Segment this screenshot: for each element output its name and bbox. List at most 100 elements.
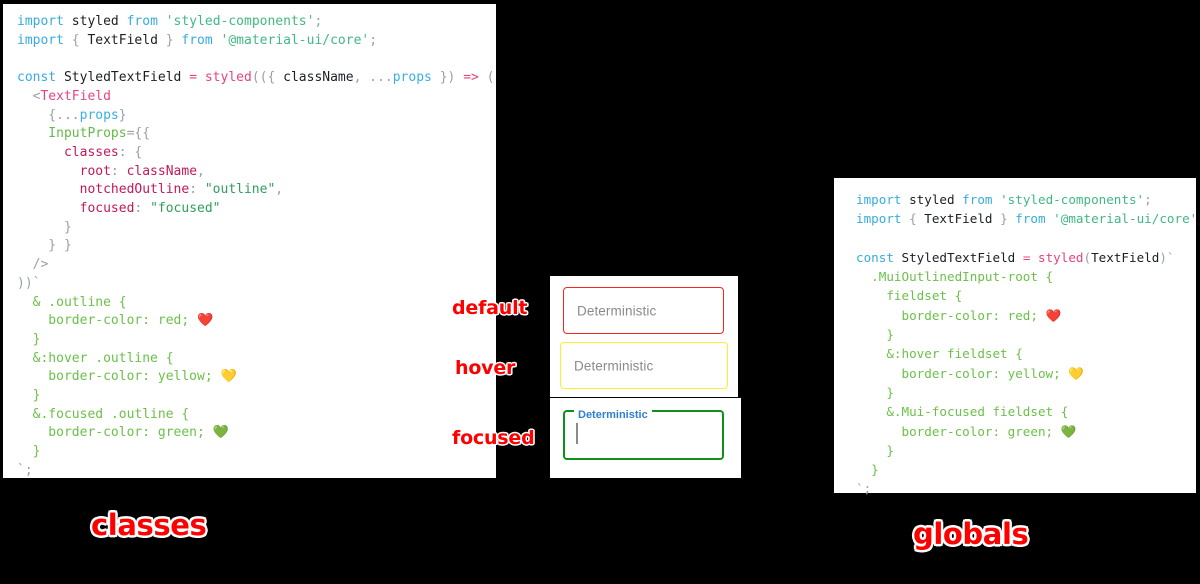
code-token: { xyxy=(71,32,88,48)
code-token: 💛 xyxy=(1068,365,1084,381)
code-token: className xyxy=(126,163,198,179)
code-token: } xyxy=(17,388,41,404)
code-token: `; xyxy=(17,462,33,478)
code-token: { xyxy=(909,211,925,227)
code-token: InputProps xyxy=(17,126,127,142)
code-token: , xyxy=(275,182,284,198)
code-token: } xyxy=(17,444,41,460)
code-token: (( xyxy=(251,70,268,86)
code-token: } xyxy=(992,211,1016,227)
code-token: import xyxy=(856,192,910,207)
textfield-hover[interactable]: Deterministic xyxy=(560,342,728,389)
code-token: StyledTextField xyxy=(63,70,190,86)
code-token: } xyxy=(17,331,41,347)
code-token: ❤️ xyxy=(1045,307,1062,323)
textfield-default[interactable]: Deterministic xyxy=(563,287,724,334)
code-token: from xyxy=(962,192,1001,207)
code-token: => xyxy=(463,70,487,86)
code-token: styled xyxy=(1038,249,1084,265)
code-panel-globals: import styled from 'styled-components'; … xyxy=(834,178,1200,496)
code-token: < xyxy=(17,88,41,104)
code-token: ... xyxy=(369,70,393,86)
code-token: import xyxy=(856,211,910,227)
code-token: } } xyxy=(17,238,72,254)
code-token: from xyxy=(126,14,166,29)
code-panel-classes: import styled from 'styled-components'; … xyxy=(3,4,496,478)
code-token: , xyxy=(197,163,205,179)
caption-globals: globals xyxy=(913,517,1029,551)
code-token: & .outline { xyxy=(17,294,127,310)
code-token: props xyxy=(392,70,432,86)
code-token: } xyxy=(431,70,448,86)
code-token: &.Mui-focused fieldset { xyxy=(856,404,1069,420)
code-token: {... xyxy=(17,107,80,123)
annotation-focused: focused xyxy=(452,427,535,449)
code-token: TextField xyxy=(40,88,111,104)
code-token: 'styled-components' xyxy=(165,14,315,29)
code-token: ))` xyxy=(17,275,41,291)
code-token: '@material-ui/core' xyxy=(220,32,370,48)
code-token: '@material-ui/core' xyxy=(1053,211,1198,227)
textfield-hover-value: Deterministic xyxy=(574,358,654,373)
code-token: props xyxy=(79,107,119,123)
code-token: } xyxy=(856,384,894,400)
code-token: focused xyxy=(17,201,135,217)
code-token: styled xyxy=(909,192,963,207)
code-token: /> xyxy=(17,257,49,273)
code-token: from xyxy=(181,32,221,48)
code-token: } xyxy=(157,32,182,48)
code-token: .MuiOutlinedInput-root { xyxy=(856,269,1054,285)
code-token: styled xyxy=(204,70,252,86)
annotation-default: default xyxy=(452,297,528,319)
code-token: border-color: yellow; xyxy=(856,365,1069,381)
code-token: root xyxy=(17,163,111,179)
code-token: : xyxy=(189,182,205,198)
code-token: "focused" xyxy=(150,201,221,217)
code-token: ( xyxy=(486,70,495,86)
code-token: border-color: yellow; xyxy=(17,369,221,385)
code-token: : xyxy=(134,201,151,217)
code-token: const xyxy=(856,249,902,265)
code-token: } xyxy=(17,219,72,235)
code-token: from xyxy=(1015,211,1054,227)
code-token: = xyxy=(1022,249,1038,265)
code-token: { xyxy=(267,70,284,86)
code-token: 'styled-components' xyxy=(1000,192,1145,207)
code-token: "outline" xyxy=(204,182,276,198)
code-token: } xyxy=(118,107,127,123)
code-token: ; xyxy=(314,14,323,29)
text-caret-icon xyxy=(576,423,578,444)
code-token: notchedOutline xyxy=(17,182,190,198)
code-token: fieldset { xyxy=(856,288,963,304)
code-block-classes: import styled from 'styled-components'; … xyxy=(17,13,495,481)
code-token: border-color: green; xyxy=(856,423,1061,439)
code-token: border-color: red; xyxy=(856,307,1046,323)
code-token: , xyxy=(353,70,370,86)
code-token: : xyxy=(110,163,127,179)
code-token: ( xyxy=(1083,249,1092,265)
code-token: const xyxy=(17,70,64,86)
code-token: &:hover fieldset { xyxy=(856,346,1023,362)
code-token: ; xyxy=(1144,192,1152,207)
annotation-hover: hover xyxy=(455,357,516,379)
code-token: StyledTextField xyxy=(901,249,1023,265)
preview-card-focused: Deterministic xyxy=(550,398,741,478)
code-token: 💚 xyxy=(1060,423,1077,439)
code-block-globals: import styled from 'styled-components'; … xyxy=(856,190,1200,499)
code-token: TextField xyxy=(924,211,993,227)
caption-classes: classes xyxy=(91,508,207,542)
code-token: className xyxy=(283,70,354,86)
code-token: 💚 xyxy=(212,425,229,441)
code-token: ; xyxy=(369,32,378,48)
code-token: &:hover .outline { xyxy=(17,350,174,366)
code-token: TextField xyxy=(87,32,158,48)
code-token: TextField xyxy=(1091,249,1160,265)
code-token: ; xyxy=(1197,211,1200,226)
textfield-focused[interactable]: Deterministic xyxy=(563,403,724,460)
code-token: } xyxy=(856,462,879,478)
code-token: } xyxy=(856,442,894,458)
textfield-focused-notch: Deterministic xyxy=(574,403,652,421)
code-token: : { xyxy=(118,144,143,160)
code-token: ={{ xyxy=(126,126,151,142)
code-token: ❤️ xyxy=(197,313,214,329)
